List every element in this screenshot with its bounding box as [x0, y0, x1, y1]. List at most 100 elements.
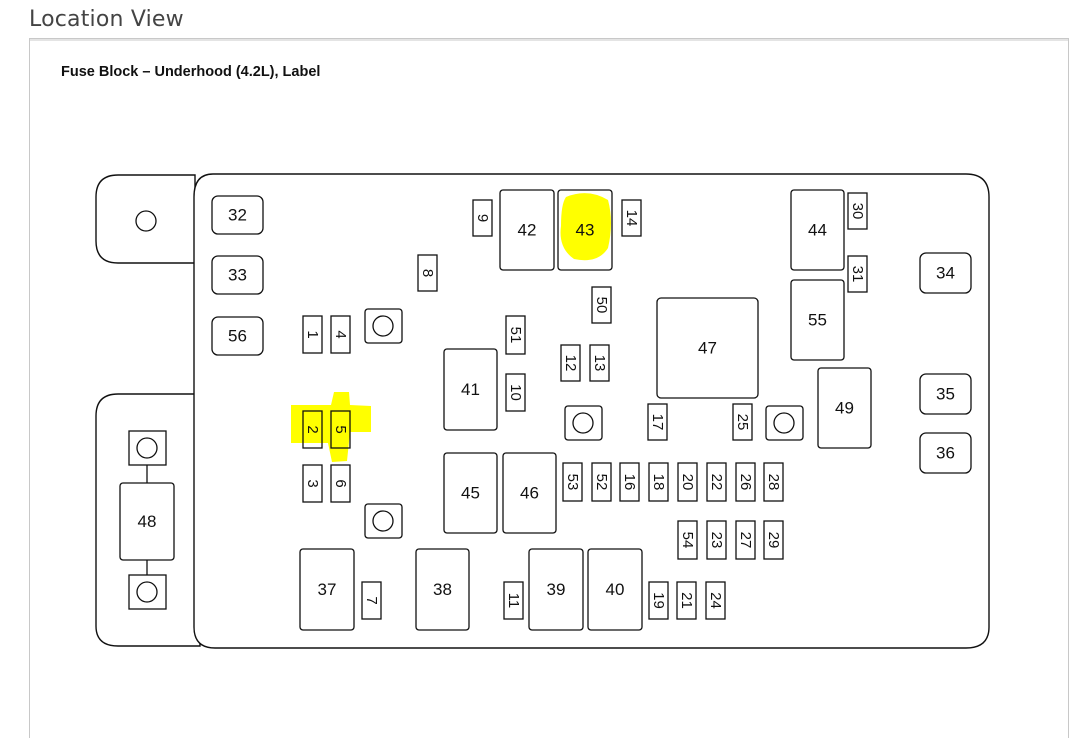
fuse-label-9: 9	[474, 214, 491, 222]
mounting-hole-icon	[135, 210, 157, 232]
fuse-40	[587, 548, 643, 631]
fuse-label-2: 2	[304, 425, 321, 433]
fuse-label-42: 42	[518, 221, 537, 240]
fuse-16	[619, 462, 640, 502]
fuse-45	[443, 452, 498, 534]
fuse-41	[443, 348, 498, 431]
fuse-39	[528, 548, 584, 631]
fuse-38	[415, 548, 470, 631]
fuse-label-39: 39	[547, 580, 566, 599]
fuse-label-31: 31	[849, 266, 866, 283]
fuse-label-45: 45	[461, 484, 480, 503]
fuse-7	[361, 581, 382, 620]
fuse-5	[330, 410, 351, 449]
fuse-label-33: 33	[228, 266, 247, 285]
fuse-23	[706, 520, 727, 560]
page-heading: Location View	[29, 7, 184, 32]
fuse-label-25: 25	[734, 414, 751, 431]
bolt-icon	[773, 412, 795, 434]
fuse-label-44: 44	[808, 221, 827, 240]
fuse-30	[847, 192, 868, 230]
mounting-holes	[135, 210, 804, 539]
fuse-label-24: 24	[707, 592, 724, 609]
fuse-2	[302, 410, 323, 449]
fuse-label-7: 7	[363, 596, 380, 604]
fuse-42	[499, 189, 555, 271]
fuse-49	[817, 367, 872, 449]
terminal-hole-icon	[136, 581, 158, 603]
fuse-label-54: 54	[679, 532, 696, 549]
fuse-13	[589, 344, 610, 382]
fuse-label-47: 47	[698, 339, 717, 358]
fuse-label-40: 40	[606, 580, 625, 599]
fuse-20	[677, 462, 698, 502]
location-view-panel	[29, 38, 1069, 738]
fuse-label-50: 50	[593, 297, 610, 314]
fuse-19	[648, 581, 669, 620]
fuse-label-41: 41	[461, 380, 480, 399]
fuse-label-43: 43	[576, 221, 595, 240]
fuse-label-53: 53	[564, 474, 581, 491]
fuse-56	[211, 316, 264, 356]
fuse-label-34: 34	[936, 264, 955, 283]
fuse-37	[299, 548, 355, 631]
fuse-51	[505, 315, 526, 355]
fuse-label-46: 46	[520, 484, 539, 503]
fuse-label-48: 48	[138, 512, 157, 531]
fuse-label-38: 38	[433, 580, 452, 599]
fuse-label-19: 19	[650, 592, 667, 609]
fuse-label-27: 27	[737, 532, 754, 549]
fuse-43	[557, 189, 613, 271]
fuse-label-13: 13	[591, 355, 608, 372]
fuse-label-6: 6	[332, 479, 349, 487]
bolt-icon	[572, 412, 594, 434]
fuse-label-55: 55	[808, 311, 827, 330]
fuse-21	[676, 581, 697, 620]
fuse-11	[503, 581, 524, 620]
fuse-label-30: 30	[849, 203, 866, 220]
fuse-label-21: 21	[678, 592, 695, 609]
fuse-50	[591, 286, 612, 324]
fuse-52	[591, 462, 612, 502]
fuse-label-3: 3	[304, 479, 321, 487]
fuse-label-36: 36	[936, 444, 955, 463]
fuse-31	[847, 255, 868, 293]
fuse-label-32: 32	[228, 206, 247, 225]
fuse-47	[656, 297, 759, 399]
fuse-35	[919, 373, 972, 415]
fuse-label-16: 16	[621, 474, 638, 491]
fuse-36	[919, 432, 972, 474]
fuse-27	[735, 520, 756, 560]
diagram-title: Fuse Block – Underhood (4.2L), Label	[61, 64, 321, 80]
fuse-44	[790, 189, 845, 271]
fuse-18	[648, 462, 669, 502]
fuse-label-26: 26	[737, 474, 754, 491]
bolt-icon	[372, 510, 394, 532]
fuse-32	[211, 195, 264, 235]
fuse-label-14: 14	[623, 210, 640, 227]
fuse-33	[211, 255, 264, 295]
fuse-label-1: 1	[304, 330, 321, 338]
fuse-9	[472, 199, 493, 237]
fuse-54	[677, 520, 698, 560]
fuse-label-37: 37	[318, 580, 337, 599]
fuse-label-12: 12	[562, 355, 579, 372]
fuse-label-22: 22	[708, 474, 725, 491]
fuse-label-8: 8	[419, 269, 436, 277]
fuse-22	[706, 462, 727, 502]
fuse-6	[330, 464, 351, 503]
fuse-8	[417, 254, 438, 292]
highlight-mark-43	[560, 193, 611, 261]
fuse-48-holder	[128, 430, 167, 610]
fuse-12	[560, 344, 581, 382]
fuse-label-23: 23	[708, 532, 725, 549]
fuse-label-11: 11	[505, 593, 522, 609]
fuse-label-29: 29	[765, 532, 782, 549]
fuse-label-5: 5	[332, 425, 349, 433]
fuse-label-20: 20	[679, 474, 696, 491]
fuse-label-28: 28	[765, 474, 782, 491]
fuse-4	[330, 315, 351, 354]
fuse-29	[763, 520, 784, 560]
terminal-hole-icon	[136, 437, 158, 459]
